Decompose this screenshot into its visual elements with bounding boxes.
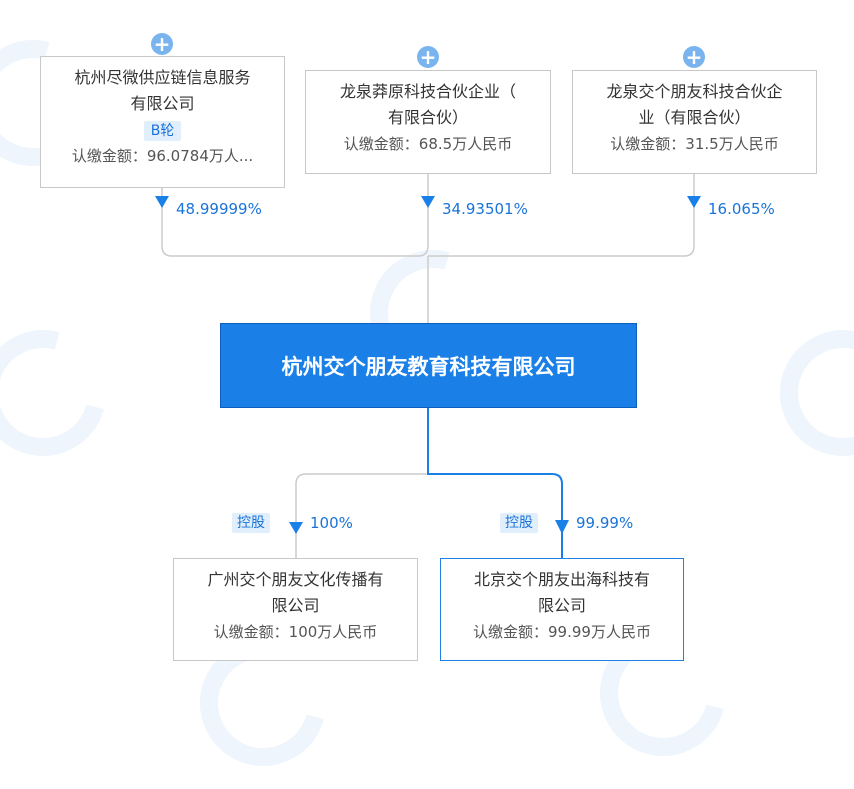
down-arrow-icon <box>555 520 569 534</box>
subsidiary-node[interactable]: 广州交个朋友文化传播有 限公司 认缴金额：100万人民币 <box>173 558 418 661</box>
share-percent: 48.99999% <box>176 200 262 218</box>
down-arrow-icon <box>687 196 701 208</box>
share-percent: 34.93501% <box>442 200 528 218</box>
shareholder-node[interactable]: 龙泉交个朋友科技合伙企 业（有限合伙） 认缴金额：31.5万人民币 <box>572 70 817 174</box>
shareholder-node[interactable]: 杭州尽微供应链信息服务 有限公司 B轮 认缴金额：96.0784万人... <box>40 56 285 188</box>
subscribed-amount: 认缴金额：99.99万人民币 <box>473 623 651 641</box>
expand-plus-icon[interactable]: + <box>151 33 173 55</box>
node-name-line1: 北京交个朋友出海科技有 <box>473 570 650 589</box>
node-name-line1: 广州交个朋友文化传播有 <box>207 570 384 589</box>
down-arrow-icon <box>421 196 435 208</box>
share-percent: 99.99% <box>576 514 634 532</box>
subsidiary-node[interactable]: 北京交个朋友出海科技有 限公司 认缴金额：99.99万人民币 <box>440 558 684 661</box>
node-name-line1: 龙泉莽原科技合伙企业（ <box>339 82 516 101</box>
node-name-line2: 限公司 <box>271 596 320 615</box>
down-arrow-icon <box>155 196 169 208</box>
connector-lines <box>155 174 701 558</box>
down-arrow-icon <box>289 522 303 534</box>
subscribed-amount: 认缴金额：96.0784万人... <box>71 147 254 165</box>
node-name-line2: 有限合伙） <box>387 108 468 127</box>
expand-plus-icon[interactable]: + <box>683 46 705 68</box>
share-percent: 16.065% <box>708 200 775 218</box>
subscribed-amount: 认缴金额：100万人民币 <box>213 623 378 641</box>
node-name-line1: 杭州尽微供应链信息服务 <box>74 68 251 87</box>
holding-tag: 控股 <box>232 513 270 533</box>
node-name-line1: 龙泉交个朋友科技合伙企 <box>606 82 783 101</box>
subscribed-amount: 认缴金额：68.5万人民币 <box>343 135 513 153</box>
share-percent: 100% <box>310 514 353 532</box>
subscribed-amount: 认缴金额：31.5万人民币 <box>610 135 779 153</box>
funding-round-badge: B轮 <box>143 121 182 141</box>
node-name-line2: 限公司 <box>537 596 586 615</box>
shareholder-node[interactable]: 龙泉莽原科技合伙企业（ 有限合伙） 认缴金额：68.5万人民币 <box>305 70 551 174</box>
node-name-line2: 有限公司 <box>130 94 195 113</box>
arrow-icons <box>155 196 701 534</box>
holding-tag: 控股 <box>500 513 538 533</box>
center-company-node[interactable]: 杭州交个朋友教育科技有限公司 <box>220 323 637 408</box>
expand-plus-icon[interactable]: + <box>417 46 439 68</box>
node-name-line2: 业（有限合伙） <box>638 108 751 127</box>
